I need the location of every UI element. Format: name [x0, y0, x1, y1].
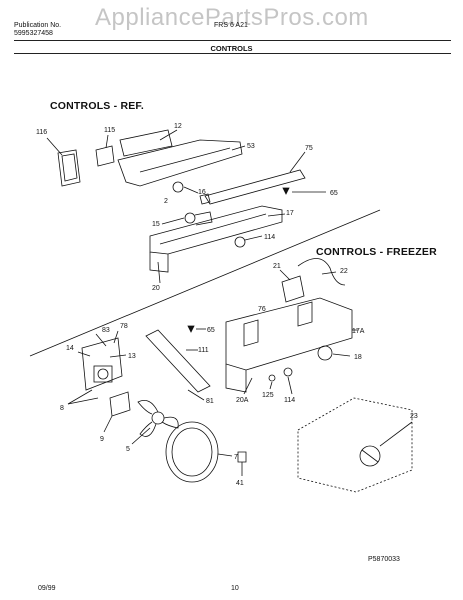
part-9-shape — [109, 391, 131, 417]
callout-115: 115 — [104, 127, 115, 134]
part-65-screw-ref — [282, 187, 290, 195]
callout-7: 7 — [234, 454, 238, 461]
part-2-knob — [172, 181, 184, 193]
callout-75: 75 — [305, 145, 313, 152]
part-21-sensor — [281, 275, 305, 303]
callout-53: 53 — [247, 143, 255, 150]
callout-16: 16 — [198, 189, 206, 196]
callout-22: 22 — [340, 268, 348, 275]
footer-page-number: 10 — [231, 585, 239, 592]
section-divider-line — [29, 209, 381, 357]
part-53-shape — [117, 139, 243, 187]
part-115-shape — [95, 145, 115, 167]
callout-78: 78 — [120, 323, 128, 330]
callout-9: 9 — [100, 436, 104, 443]
callout-114-ref: 114 — [264, 234, 275, 241]
callout-12: 12 — [174, 123, 182, 130]
part-18-knob — [317, 345, 333, 361]
callout-41: 41 — [236, 480, 244, 487]
callout-20a: 20A — [236, 397, 249, 404]
page-title: CONTROLS — [210, 44, 253, 53]
part-41-screw — [237, 451, 247, 463]
fan-motor-bracket — [81, 337, 123, 391]
callout-116: 116 — [36, 129, 47, 136]
callout-114-fz: 114 — [284, 397, 295, 404]
fan-motor — [93, 365, 113, 383]
model-number: FRS 6 A21 — [214, 22, 248, 29]
callout-labels: 116 115 12 53 75 65 16 2 15 17 114 20 21… — [36, 123, 418, 487]
callout-21: 21 — [273, 263, 281, 270]
part-7-shroud — [165, 421, 219, 483]
header-rule — [14, 40, 451, 41]
part-17a-housing — [225, 297, 353, 371]
callout-23: 23 — [410, 413, 418, 420]
title-rule — [14, 53, 451, 54]
callout-125: 125 — [262, 392, 274, 399]
callout-111: 111 — [198, 347, 209, 354]
part-65-screw-fz — [187, 325, 195, 333]
part-15-thermostat — [184, 212, 196, 224]
part-116-shape — [57, 149, 81, 187]
callout-81: 81 — [206, 398, 214, 405]
diagram-code: P5870033 — [368, 556, 400, 563]
part-114-knob-fz — [283, 367, 293, 377]
part-76-shape — [243, 319, 259, 347]
part-12-shape — [119, 129, 173, 157]
callout-17a: 17A — [352, 328, 365, 335]
part-125-screw — [268, 374, 276, 382]
callout-18: 18 — [354, 354, 362, 361]
callout-65-ref: 65 — [330, 190, 338, 197]
callout-2: 2 — [164, 198, 168, 205]
part-5-fan-blade — [137, 399, 179, 437]
part-17-panel — [149, 205, 283, 255]
footer-date: 09/99 — [38, 585, 56, 592]
callout-65-fz: 65 — [207, 327, 215, 334]
watermark: AppliancePartsPros.com — [95, 4, 369, 31]
part-111-duct — [145, 329, 211, 393]
section-title-freezer: CONTROLS - FREEZER — [316, 246, 437, 258]
callout-5: 5 — [126, 446, 130, 453]
part-75-shape — [204, 169, 306, 205]
publication-number: 5995327458 — [14, 30, 53, 37]
part-16-clip — [199, 193, 211, 205]
callout-14: 14 — [66, 345, 74, 352]
callout-8: 8 — [60, 405, 64, 412]
callout-76: 76 — [258, 306, 266, 313]
section-title-ref: CONTROLS - REF. — [50, 100, 144, 112]
part-114-knob-ref — [234, 236, 246, 248]
callout-20: 20 — [152, 285, 160, 292]
callout-83: 83 — [102, 327, 110, 334]
part-23-shape — [359, 445, 381, 467]
callout-17: 17 — [286, 210, 294, 217]
publication-label: Publication No. — [14, 22, 62, 29]
cabinet-corner-outline — [297, 397, 413, 493]
callout-13: 13 — [128, 353, 136, 360]
callout-15: 15 — [152, 221, 160, 228]
